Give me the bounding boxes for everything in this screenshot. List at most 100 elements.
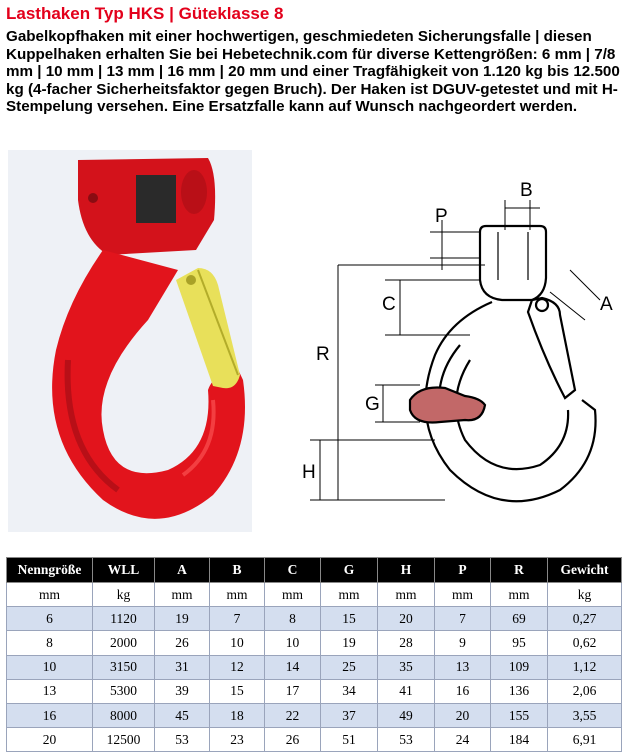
product-description: Gabelkopfhaken mit einer hochwertigen, g… bbox=[6, 28, 620, 115]
unit-cell: mm bbox=[490, 581, 548, 608]
table-cell: 10 bbox=[6, 654, 93, 680]
table-cell: 26 bbox=[154, 630, 210, 656]
table-cell: 7 bbox=[209, 606, 265, 632]
table-cell: 45 bbox=[154, 702, 210, 729]
table-cell: 51 bbox=[320, 727, 378, 753]
table-cell: 184 bbox=[490, 727, 548, 753]
table-cell: 20 bbox=[6, 727, 93, 753]
units-row: mm kg mm mm mm mm mm mm mm kg bbox=[6, 581, 622, 608]
table-cell: 12500 bbox=[92, 727, 155, 753]
table-cell: 41 bbox=[377, 678, 435, 704]
header-cell: A bbox=[154, 557, 210, 583]
unit-cell: mm bbox=[154, 581, 210, 608]
table-cell: 15 bbox=[209, 678, 265, 704]
label-a: A bbox=[600, 294, 613, 315]
table-cell: 8 bbox=[6, 630, 93, 656]
header-cell: Gewicht bbox=[547, 557, 622, 583]
table-cell: 20 bbox=[434, 702, 491, 729]
table-row: 20 12500 53 23 26 51 53 24 184 6,91 bbox=[6, 727, 622, 753]
hook-body bbox=[52, 250, 245, 519]
unit-cell: mm bbox=[209, 581, 265, 608]
label-g: G bbox=[365, 394, 380, 415]
table-cell: 95 bbox=[490, 630, 548, 656]
table-cell: 16 bbox=[6, 702, 93, 729]
table-cell: 17 bbox=[264, 678, 321, 704]
header-cell: C bbox=[264, 557, 321, 583]
table-cell: 2,06 bbox=[547, 678, 622, 704]
table-cell: 0,27 bbox=[547, 606, 622, 632]
header-cell: R bbox=[490, 557, 548, 583]
unit-cell: mm bbox=[377, 581, 435, 608]
table-cell: 2000 bbox=[92, 630, 155, 656]
table-cell: 3,55 bbox=[547, 702, 622, 729]
table-cell: 19 bbox=[154, 606, 210, 632]
table-cell: 53 bbox=[377, 727, 435, 753]
table-cell: 23 bbox=[209, 727, 265, 753]
technical-drawing: B P C A R G H bbox=[302, 180, 613, 503]
table-cell: 136 bbox=[490, 678, 548, 704]
label-p: P bbox=[435, 206, 448, 227]
table-cell: 6,91 bbox=[547, 727, 622, 753]
unit-cell: kg bbox=[547, 581, 622, 608]
table-cell: 8000 bbox=[92, 702, 155, 729]
latch bbox=[176, 268, 240, 389]
table-cell: 16 bbox=[434, 678, 491, 704]
table-cell: 35 bbox=[377, 654, 435, 680]
table-header-row: Nenngröße WLL A B C G H P R Gewicht bbox=[6, 557, 622, 583]
table-cell: 28 bbox=[377, 630, 435, 656]
unit-cell: kg bbox=[92, 581, 155, 608]
header-cell: P bbox=[434, 557, 491, 583]
table-row: 8 2000 26 10 10 19 28 9 95 0,62 bbox=[6, 630, 622, 656]
table-cell: 22 bbox=[264, 702, 321, 729]
table-cell: 1,12 bbox=[547, 654, 622, 680]
table-cell: 18 bbox=[209, 702, 265, 729]
table-cell: 10 bbox=[264, 630, 321, 656]
throat-section bbox=[408, 386, 487, 424]
spec-table: Nenngröße WLL A B C G H P R Gewicht mm k… bbox=[6, 557, 622, 753]
label-b: B bbox=[520, 180, 533, 201]
table-cell: 109 bbox=[490, 654, 548, 680]
table-cell: 3150 bbox=[92, 654, 155, 680]
label-r: R bbox=[316, 344, 330, 365]
table-cell: 34 bbox=[320, 678, 378, 704]
table-cell: 0,62 bbox=[547, 630, 622, 656]
table-row: 6 1120 19 7 8 15 20 7 69 0,27 bbox=[6, 606, 622, 632]
table-cell: 5300 bbox=[92, 678, 155, 704]
table-cell: 19 bbox=[320, 630, 378, 656]
table-cell: 53 bbox=[154, 727, 210, 753]
hook-photo bbox=[8, 150, 252, 532]
table-cell: 39 bbox=[154, 678, 210, 704]
header-cell: WLL bbox=[92, 557, 155, 583]
table-cell: 7 bbox=[434, 606, 491, 632]
table-cell: 13 bbox=[6, 678, 93, 704]
table-cell: 69 bbox=[490, 606, 548, 632]
table-cell: 20 bbox=[377, 606, 435, 632]
unit-cell: mm bbox=[264, 581, 321, 608]
unit-cell: mm bbox=[320, 581, 378, 608]
table-cell: 13 bbox=[434, 654, 491, 680]
header-cell: B bbox=[209, 557, 265, 583]
table-cell: 15 bbox=[320, 606, 378, 632]
unit-cell: mm bbox=[6, 581, 93, 608]
table-row: 13 5300 39 15 17 34 41 16 136 2,06 bbox=[6, 678, 622, 704]
table-cell: 9 bbox=[434, 630, 491, 656]
header-cell: Nenngröße bbox=[6, 557, 93, 583]
table-cell: 14 bbox=[264, 654, 321, 680]
table-cell: 24 bbox=[434, 727, 491, 753]
table-cell: 155 bbox=[490, 702, 548, 729]
table-row: 10 3150 31 12 14 25 35 13 109 1,12 bbox=[6, 654, 622, 680]
header-cell: G bbox=[320, 557, 378, 583]
table-cell: 25 bbox=[320, 654, 378, 680]
table-cell: 6 bbox=[6, 606, 93, 632]
table-cell: 8 bbox=[264, 606, 321, 632]
label-h: H bbox=[302, 462, 316, 483]
table-cell: 1120 bbox=[92, 606, 155, 632]
table-cell: 37 bbox=[320, 702, 378, 729]
clevis-pin bbox=[136, 175, 176, 223]
table-row: 16 8000 45 18 22 37 49 20 155 3,55 bbox=[6, 702, 622, 729]
header-cell: H bbox=[377, 557, 435, 583]
unit-cell: mm bbox=[434, 581, 491, 608]
page-title: Lasthaken Typ HKS | Güteklasse 8 bbox=[6, 4, 284, 23]
table-cell: 31 bbox=[154, 654, 210, 680]
table-cell: 26 bbox=[264, 727, 321, 753]
